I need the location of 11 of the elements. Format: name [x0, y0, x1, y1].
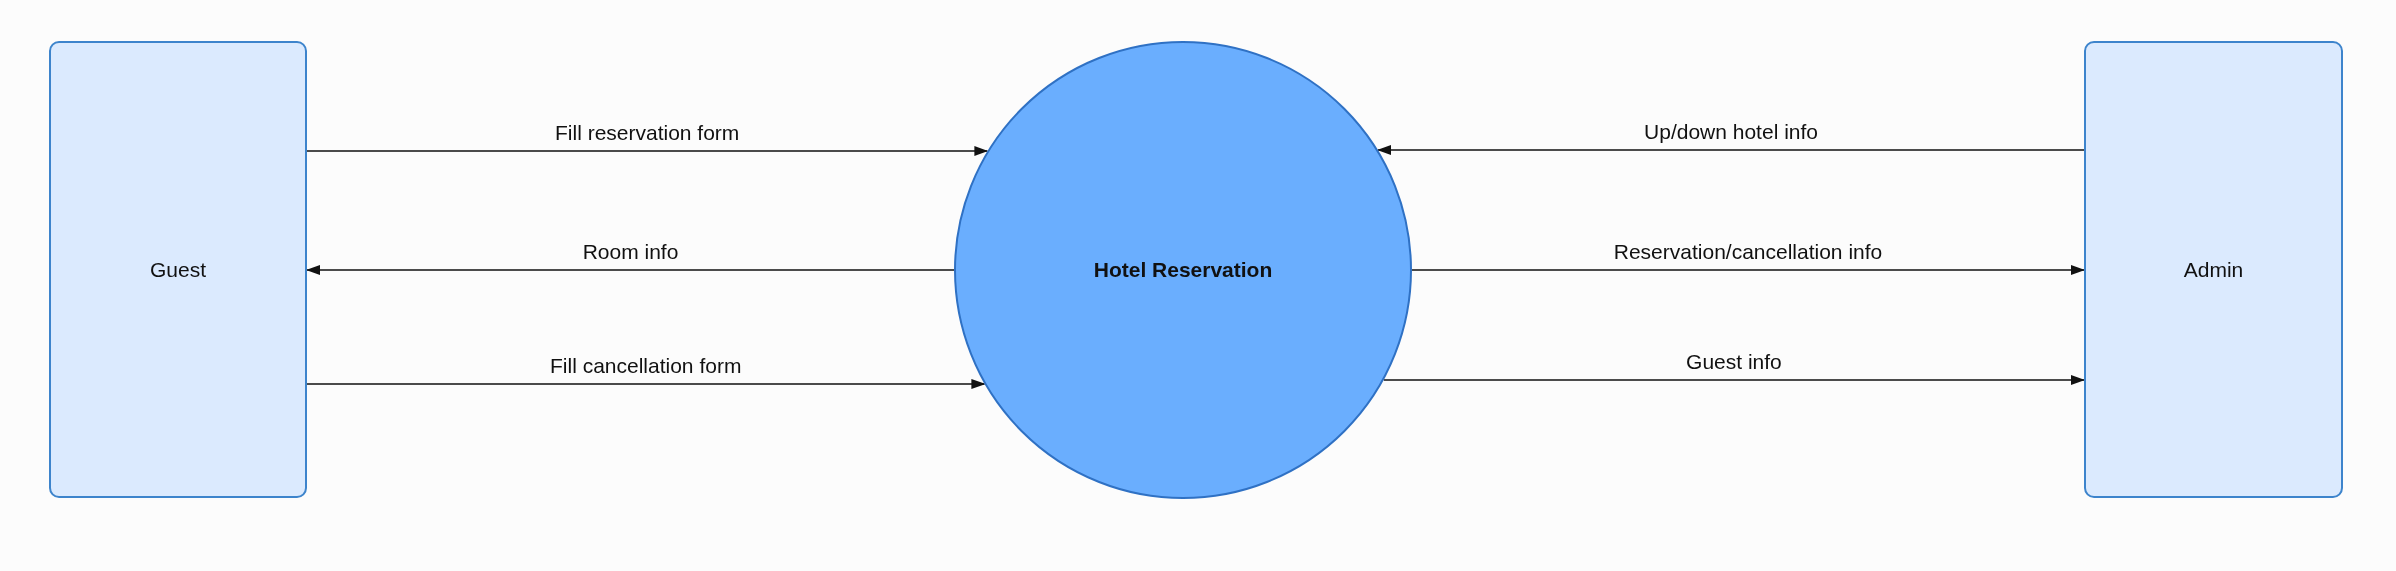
- arrow: [306, 379, 986, 389]
- arrow: [1411, 265, 2085, 275]
- node-label: Admin: [2183, 257, 2244, 282]
- node-label: Hotel Reservation: [1093, 258, 1273, 282]
- arrow: [306, 146, 989, 156]
- arrow: [306, 265, 955, 275]
- entity-box: [49, 41, 307, 498]
- node-label: Guest: [150, 257, 206, 282]
- arrow: [1383, 375, 2085, 385]
- arrow: [1377, 145, 2085, 155]
- entity-box: [2084, 41, 2343, 498]
